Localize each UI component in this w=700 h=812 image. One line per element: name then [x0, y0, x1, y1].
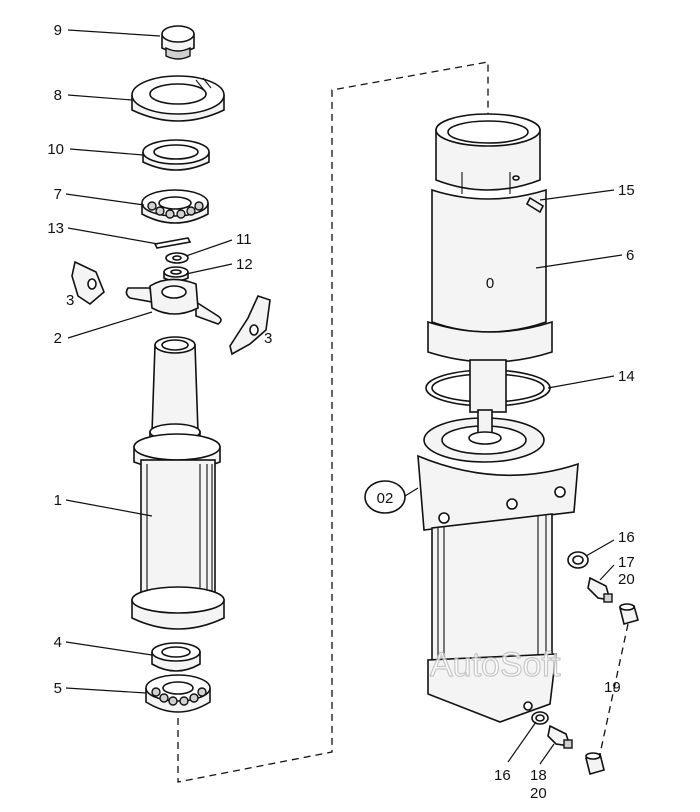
part-16-washer-lower [531, 711, 549, 725]
part-9-cap [161, 25, 195, 60]
label-2: 2 [54, 330, 62, 347]
leader-7 [65, 193, 145, 206]
autosoft-watermark: AutoSoft [430, 646, 561, 684]
label-15: 15 [618, 182, 635, 199]
leader-10 [69, 148, 144, 156]
leader-8 [67, 94, 133, 101]
label-13: 13 [47, 220, 64, 237]
leader-18 [539, 743, 555, 765]
label-10: 10 [47, 141, 64, 158]
label-19: 19 [604, 679, 621, 696]
body-mark-text: 0 [486, 275, 494, 292]
axis-dashed-line-right [599, 623, 629, 755]
part-15-screw [525, 196, 545, 214]
label-16-upper: 16 [618, 529, 635, 546]
label-5: 5 [54, 680, 62, 697]
label-17: 17 [618, 554, 635, 571]
part-16-washer-upper [567, 551, 589, 569]
label-3-left: 3 [66, 292, 74, 309]
label-6: 6 [626, 247, 634, 264]
label-11: 11 [236, 231, 252, 248]
part-8-split-washer [131, 75, 225, 122]
label-18: 18 [530, 767, 547, 784]
part-7-ball-bearing [141, 189, 209, 224]
leader-17 [599, 564, 615, 581]
part-18-grease-fitting [547, 724, 573, 749]
label-3-right: 3 [264, 330, 272, 347]
label-20-upper: 20 [618, 571, 635, 588]
leader-16-upper [585, 539, 615, 557]
label-14: 14 [618, 368, 635, 385]
part-lower-housing [417, 409, 579, 723]
part-12-nut [163, 266, 189, 282]
part-4-ring [151, 642, 201, 672]
callout-02-text: 02 [377, 490, 394, 507]
label-4: 4 [54, 634, 62, 651]
label-20-lower: 20 [530, 785, 547, 802]
part-11-washer [165, 252, 189, 264]
part-2-cross-spider [125, 278, 222, 325]
part-3-pad-left [71, 260, 105, 306]
label-1: 1 [54, 492, 62, 509]
callout-02: 02 [364, 480, 419, 514]
label-7: 7 [54, 186, 62, 203]
label-16-lower: 16 [494, 767, 511, 784]
leader-16-lower [507, 721, 537, 763]
part-14-o-ring [425, 359, 551, 413]
leader-4 [65, 641, 153, 656]
leader-12 [185, 263, 233, 275]
leader-14 [547, 375, 615, 389]
part-6-cylinder [427, 113, 553, 363]
part-17-grease-fitting [587, 576, 613, 603]
part-19-cap-lower [585, 752, 605, 775]
leader-15 [539, 189, 615, 201]
leader-13 [67, 227, 159, 245]
label-12: 12 [236, 256, 253, 273]
leader-11 [185, 239, 233, 257]
part-5-ball-bearing [145, 674, 211, 713]
label-8: 8 [54, 87, 62, 104]
part-3-pad-right [229, 295, 271, 356]
leader-9 [67, 29, 161, 37]
assembly-dashed-line [177, 61, 489, 783]
leader-2 [67, 311, 153, 339]
leader-1 [65, 499, 153, 517]
part-1-shaft-housing [131, 336, 225, 630]
leader-5 [65, 687, 147, 694]
part-10-spacer-ring [142, 139, 210, 171]
leader-6 [535, 254, 623, 269]
label-9: 9 [54, 22, 62, 39]
part-19-cap-upper [619, 603, 639, 625]
part-13-cotter-pin [153, 237, 192, 249]
